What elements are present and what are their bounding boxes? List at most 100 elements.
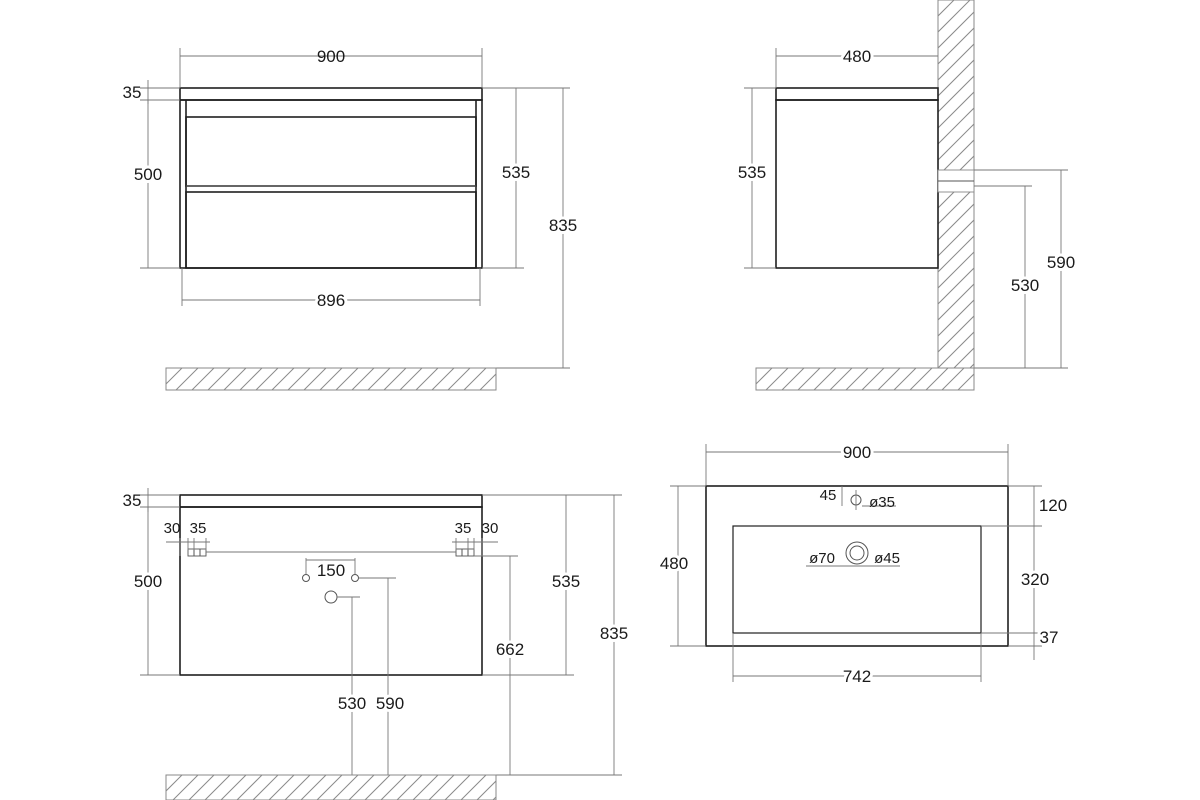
back-cabinet-body — [179, 506, 483, 676]
hatch-line — [125, 775, 150, 800]
hatch-line — [509, 775, 534, 800]
back-pipe-height-2-label: 590 — [376, 694, 404, 713]
hatch-line — [1002, 0, 1200, 368]
hatch-line — [969, 363, 974, 368]
top-width-label: 900 — [843, 443, 871, 462]
hatch-line — [938, 11, 974, 49]
front-width-bottom-label: 896 — [317, 291, 345, 310]
hatch-line — [938, 251, 974, 289]
hatch-line — [938, 0, 955, 17]
back-mount-hole-right — [351, 574, 359, 582]
hatch-line — [938, 331, 974, 368]
hatch-line — [447, 368, 471, 390]
hatch-line — [188, 775, 215, 800]
back-mount-hole-left — [302, 574, 310, 582]
hatch-line — [1194, 0, 1200, 368]
hatch-line — [492, 796, 496, 800]
hatch-line — [255, 368, 279, 390]
top-drain-inner — [849, 545, 865, 561]
hatch-line — [1146, 0, 1200, 368]
hatch-line — [175, 368, 199, 390]
hatch-line — [1066, 0, 1200, 368]
hatch-line — [166, 368, 167, 369]
hatch-line — [399, 368, 423, 390]
front-body-height-label: 535 — [502, 163, 530, 182]
back-bracket-right — [455, 548, 475, 557]
top-bowl-width-label: 742 — [843, 667, 871, 686]
back-right-offset-1-label: 35 — [455, 520, 472, 537]
top-tap-hole-label: ø35 — [869, 494, 895, 511]
hatch-line — [463, 368, 487, 390]
hatch-line — [303, 368, 327, 390]
hatch-line — [718, 368, 740, 390]
hatch-line — [335, 368, 359, 390]
hatch-line — [396, 775, 423, 800]
hatch-line — [367, 368, 391, 390]
hatch-line — [364, 775, 391, 800]
back-countertop — [179, 494, 483, 508]
side-floor-hatch — [718, 367, 1012, 391]
hatch-line — [986, 0, 1200, 368]
hatch-line — [166, 775, 167, 776]
top-bowl-depth-label: 320 — [1021, 570, 1049, 589]
hatch-line — [893, 368, 917, 390]
hatch-line — [938, 267, 974, 305]
front-width-top-label: 900 — [317, 47, 345, 66]
hatch-line — [990, 368, 1012, 390]
hatch-line — [938, 59, 974, 97]
side-cabinet-body — [775, 99, 939, 269]
front-countertop — [179, 87, 483, 101]
hatch-line — [239, 368, 263, 390]
front-total-height-label: 835 — [549, 216, 577, 235]
hatch-line — [953, 347, 974, 368]
hatch-line — [1034, 0, 1200, 368]
hatch-line — [1178, 0, 1200, 368]
back-body-height-label: 500 — [134, 572, 162, 591]
side-view: 480 535 530 590 — [718, 0, 1200, 391]
hatch-line — [938, 219, 974, 257]
back-floor-hatch — [125, 774, 534, 800]
hatch-line — [287, 368, 311, 390]
hatch-line — [268, 775, 295, 800]
hatch-line — [316, 775, 343, 800]
back-total-height-label: 835 — [600, 624, 628, 643]
hatch-line — [204, 775, 231, 800]
top-view: 900 45 ø35 ø70 ø45 480 120 320 37 742 — [657, 440, 1070, 689]
back-left-offset-1-label: 30 — [164, 520, 181, 537]
hatch-line — [938, 0, 939, 1]
hatch-line — [223, 368, 247, 390]
hatch-line — [829, 368, 853, 390]
top-depth-label: 480 — [660, 554, 688, 573]
hatch-line — [973, 389, 974, 390]
hatch-line — [1114, 0, 1200, 368]
hatch-line — [191, 368, 215, 390]
hatch-line — [781, 368, 805, 390]
hatch-line — [756, 368, 757, 369]
side-countertop — [775, 87, 939, 101]
top-tap-offset-label: 45 — [820, 487, 837, 504]
hatch-line — [284, 775, 311, 800]
back-pipe-height-1-label: 530 — [338, 694, 366, 713]
hatch-line — [332, 775, 359, 800]
hatch-line — [797, 368, 821, 390]
hatch-line — [877, 368, 901, 390]
top-front-margin-label: 37 — [1040, 628, 1059, 647]
back-bracket-height-label: 662 — [496, 640, 524, 659]
top-basin-outline — [705, 485, 1009, 647]
hatch-line — [938, 107, 974, 145]
side-wall-hatch — [937, 0, 1200, 369]
back-drain-hole — [324, 590, 338, 604]
hatch-line — [1098, 0, 1200, 368]
hatch-line — [938, 27, 974, 65]
side-mount-high-label: 590 — [1047, 253, 1075, 272]
hatch-line — [1018, 0, 1200, 368]
hatch-line — [938, 123, 974, 161]
hatch-line — [300, 775, 327, 800]
hatch-line — [957, 373, 974, 390]
hatch-line — [252, 775, 279, 800]
front-top-thickness-label: 35 — [123, 83, 142, 102]
hatch-line — [941, 368, 965, 390]
hatch-line — [380, 775, 407, 800]
top-drain-outer-label: ø70 — [809, 550, 835, 567]
